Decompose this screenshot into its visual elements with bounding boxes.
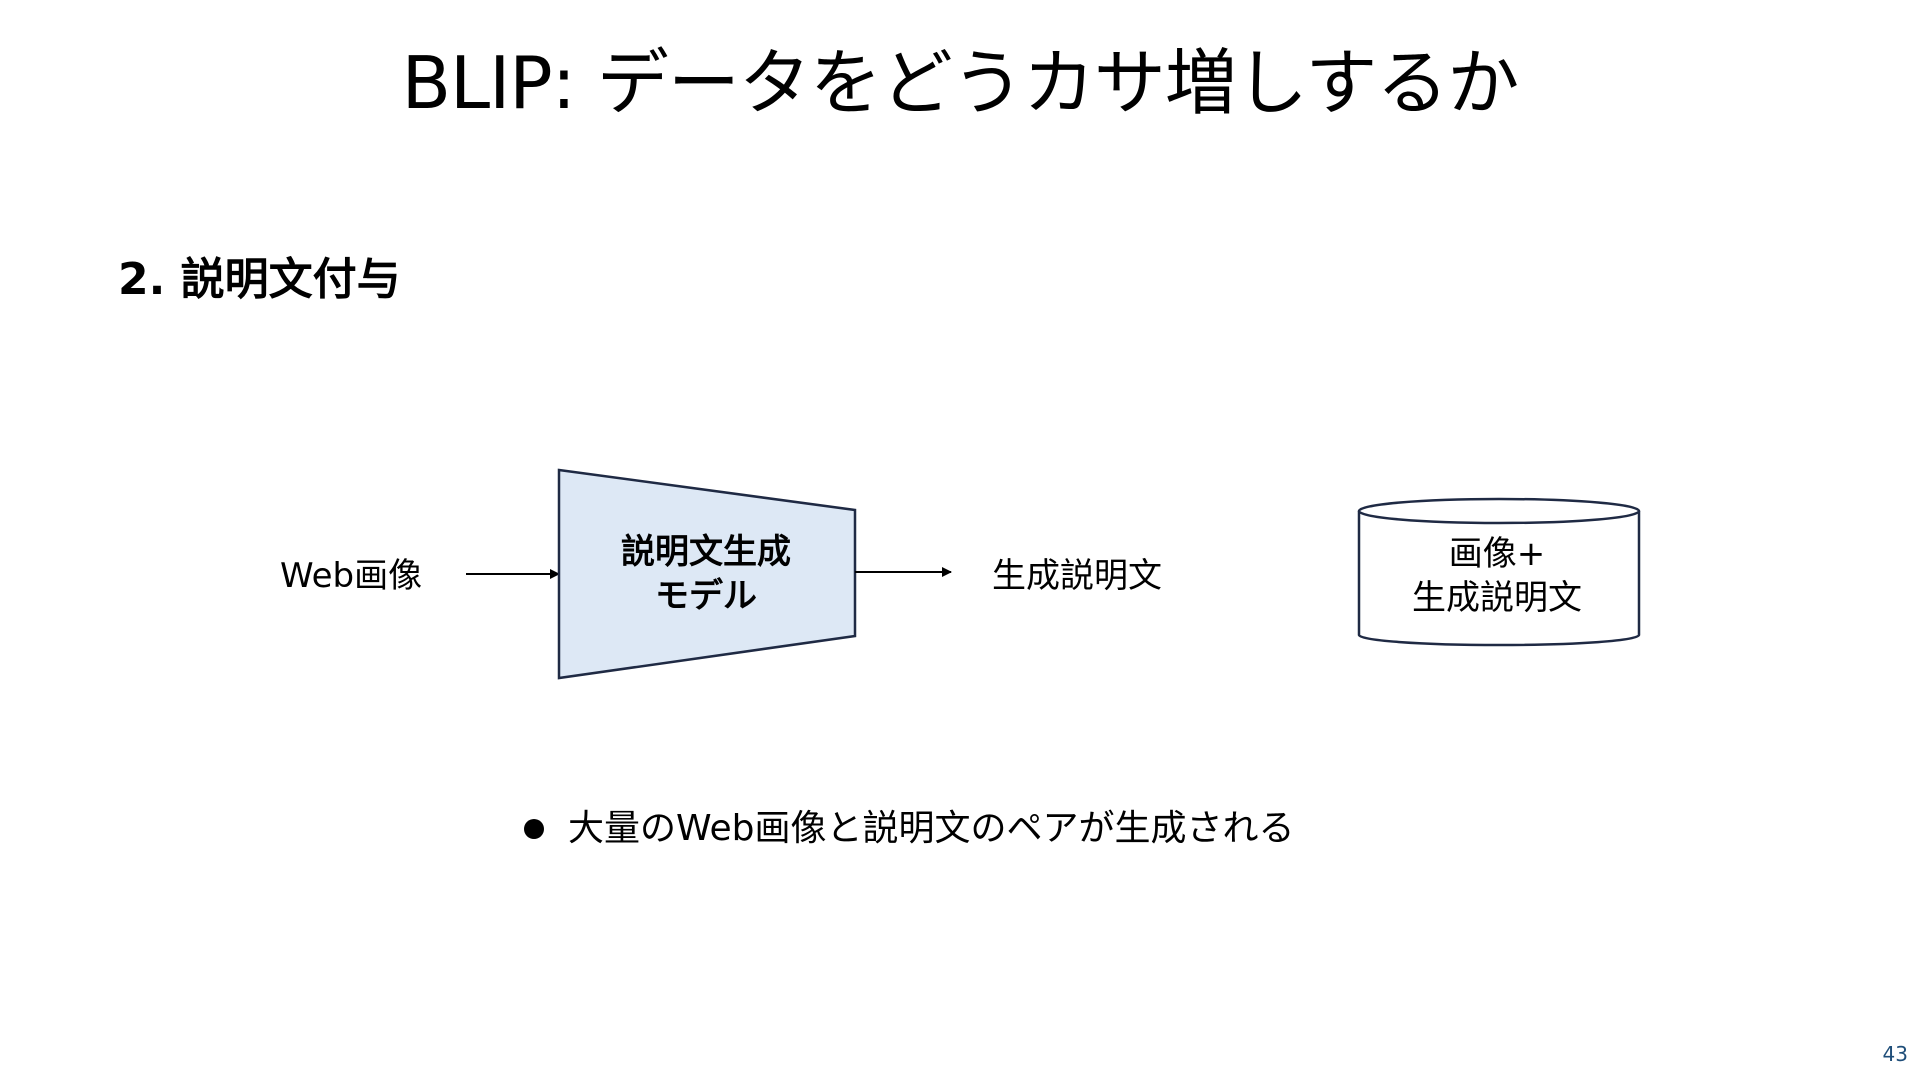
section-heading: 2. 説明文付与 — [118, 254, 401, 305]
caption-model-label-line1: 説明文生成 — [621, 532, 791, 572]
bullet-dot-icon — [524, 819, 544, 839]
page-number: 43 — [1882, 1042, 1908, 1066]
output-label: 生成説明文 — [992, 556, 1162, 596]
bullet-text: 大量のWeb画像と説明文のペアが生成される — [568, 808, 1295, 849]
database-label-line2: 生成説明文 — [1412, 578, 1582, 618]
caption-model-label-line2: モデル — [655, 576, 757, 616]
caption-model-shape — [557, 468, 857, 680]
database-label-line1: 画像+ — [1448, 534, 1546, 574]
database-label: 画像+ 生成説明文 — [1356, 532, 1638, 620]
slide-title: BLIP: データをどうカサ増しするか — [401, 41, 1520, 125]
caption-model-label: 説明文生成 モデル — [558, 530, 854, 618]
database-cylinder — [1357, 497, 1641, 647]
bullet-item: 大量のWeb画像と説明文のペアが生成される — [524, 806, 1295, 852]
input-label: Web画像 — [280, 556, 423, 596]
